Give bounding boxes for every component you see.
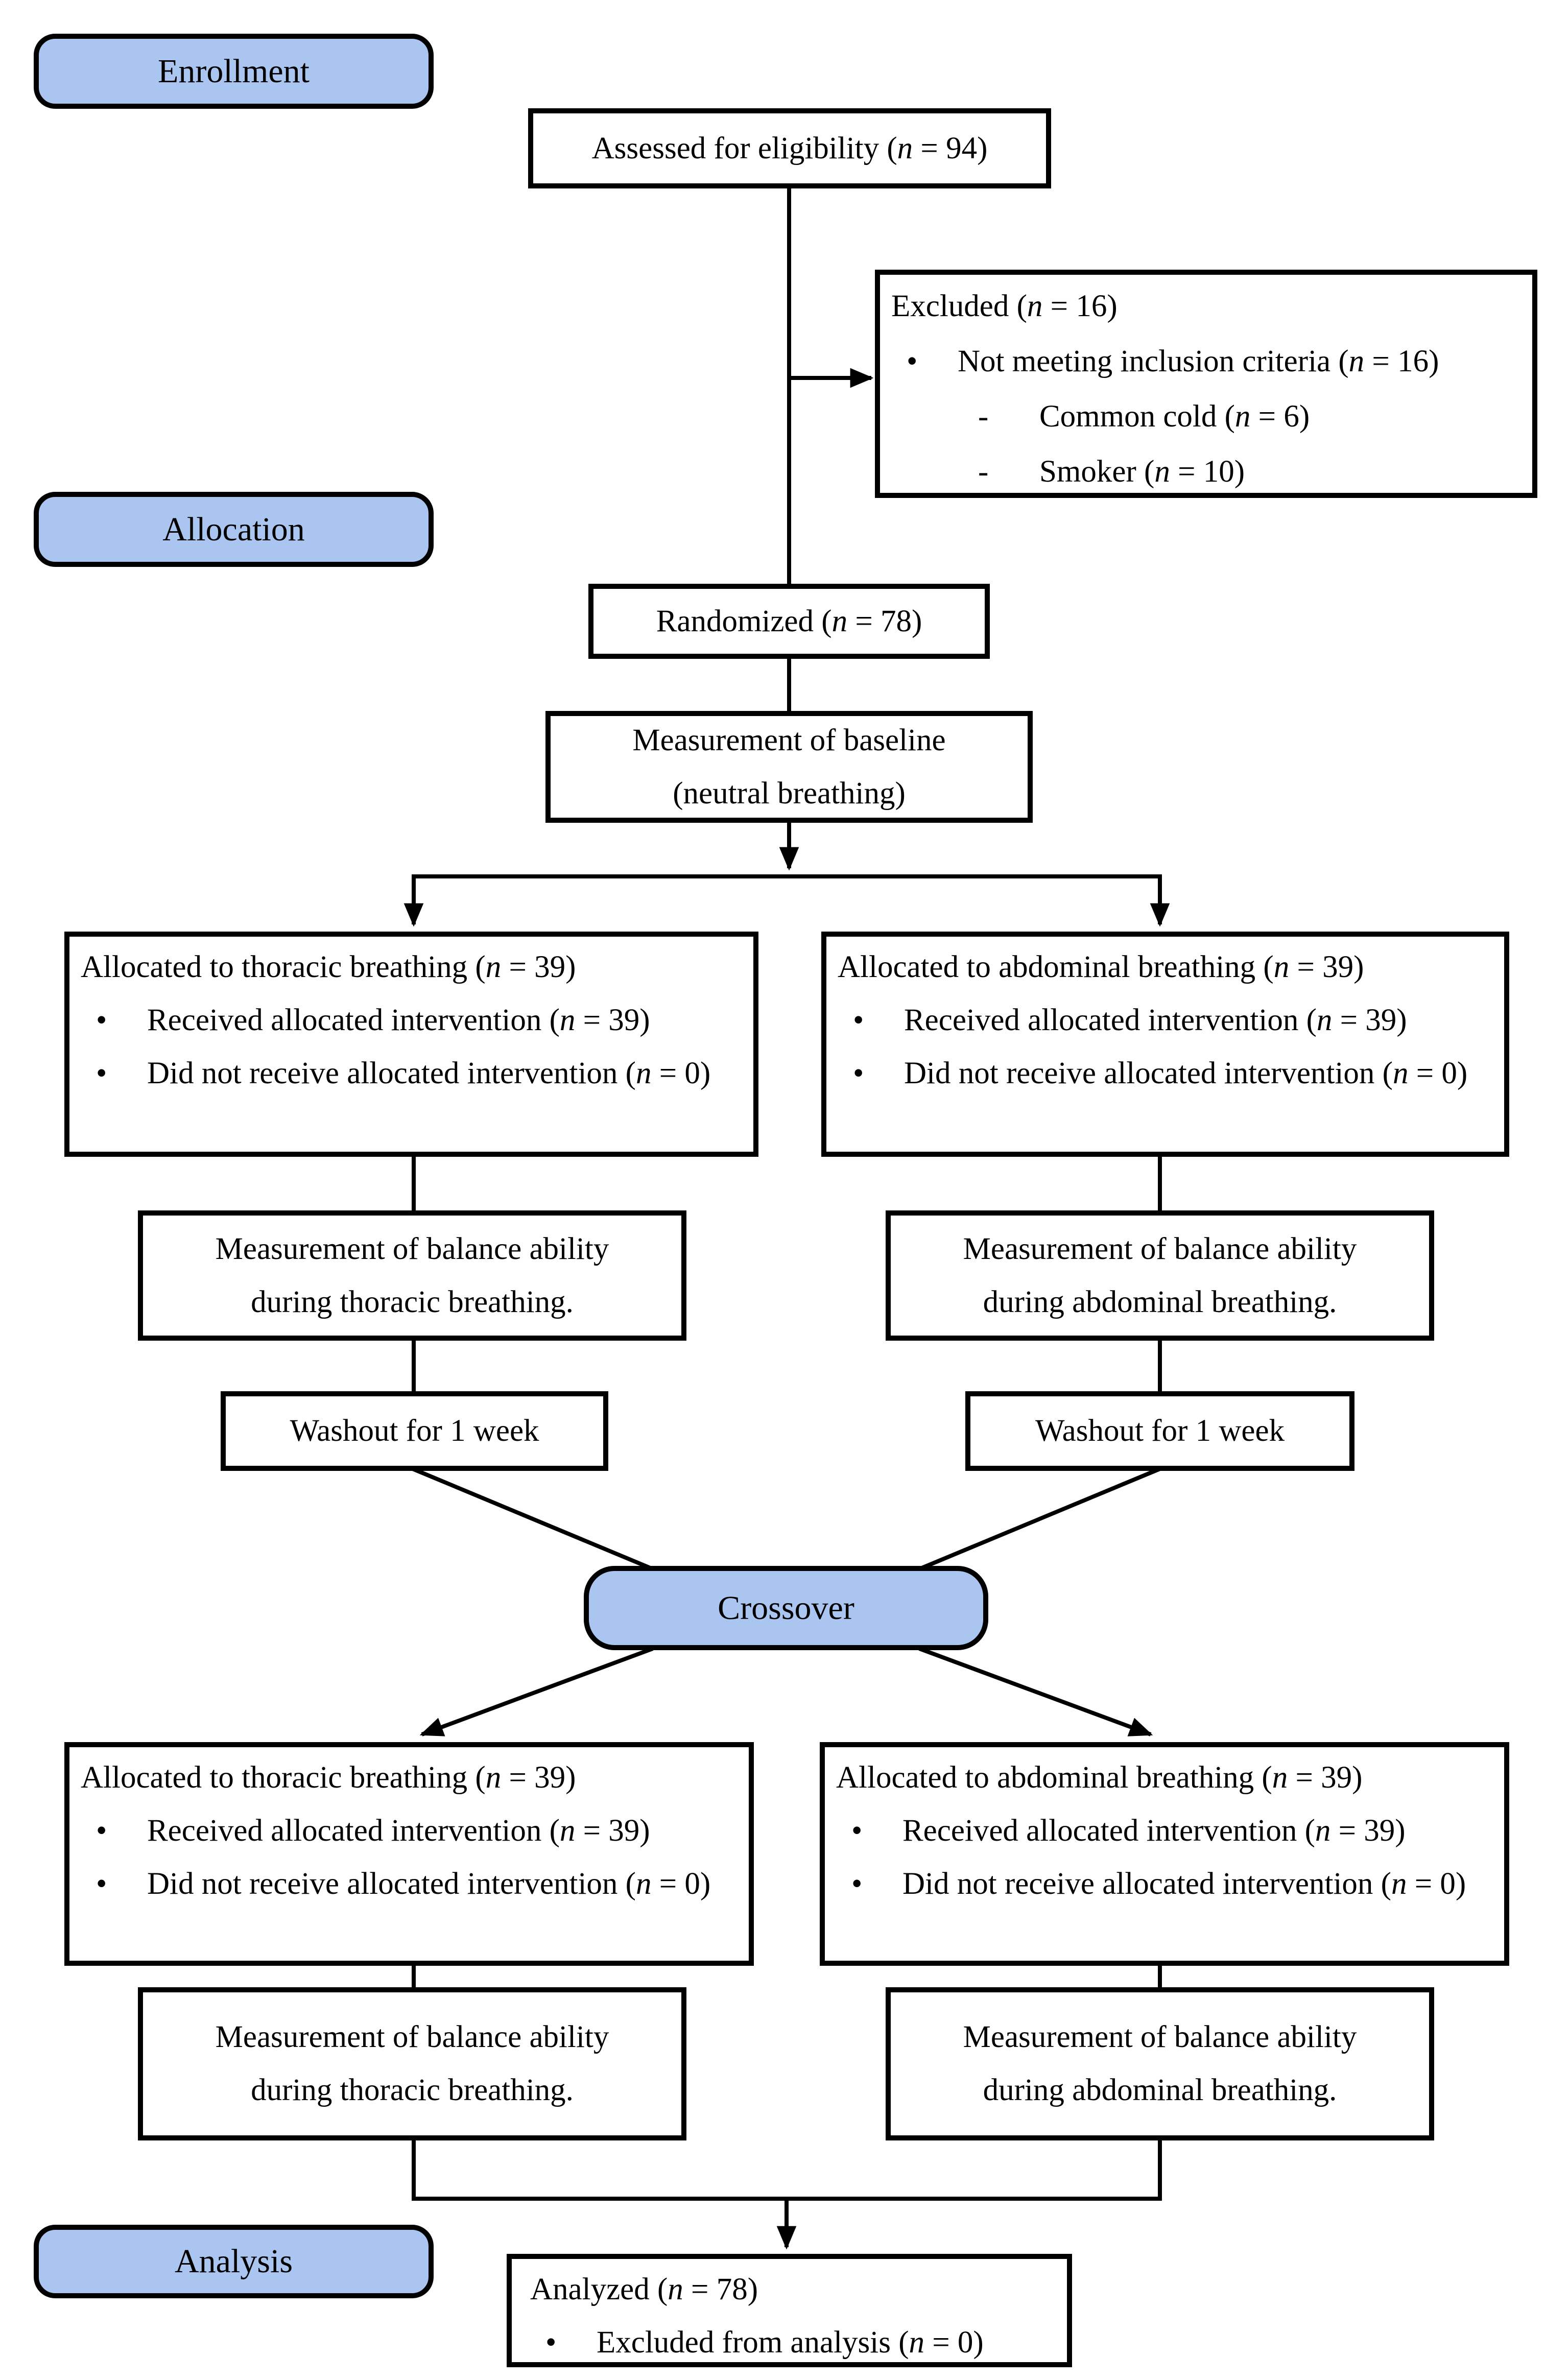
allocated-bullet-row: • Did not receive allocated intervention… (81, 1047, 742, 1100)
allocated-bullet-text: Received allocated intervention (n = 39) (147, 1003, 650, 1037)
excluded-title: Excluded (n = 16) (891, 289, 1118, 323)
analyzed-box: Analyzed (n = 78) • Excluded from analys… (507, 2254, 1072, 2367)
allocated-bullet-text: Did not receive allocated intervention (… (147, 1867, 711, 1901)
dash-glyph: - (978, 399, 989, 434)
stage-badge-allocation-label: Allocation (162, 510, 305, 548)
allocated-thoracic-round1-box: Allocated to thoracic breathing (n = 39)… (64, 932, 758, 1157)
washout-right-box: Washout for 1 week (965, 1391, 1354, 1471)
baseline-line2: (neutral breathing) (673, 776, 906, 811)
allocated-bullet-text: Did not receive allocated intervention (… (147, 1056, 711, 1090)
allocated-bullet-row: • Did not receive allocated intervention… (838, 1047, 1493, 1100)
measurement-line1: Measurement of balance ability (963, 2020, 1357, 2054)
excluded-sub-row: - Smoker (n = 10) (891, 444, 1521, 499)
crossover-badge: Crossover (584, 1566, 988, 1650)
allocated-bullet-row: • Did not receive allocated intervention… (836, 1858, 1493, 1911)
assessed-box: Assessed for eligibility (n = 94) (528, 108, 1051, 188)
arrow-crossover-to-abdominal2 (918, 1647, 1153, 1736)
allocated-abdominal-round2-box: Allocated to abdominal breathing (n = 39… (820, 1742, 1509, 1966)
allocated-title: Allocated to abdominal breathing (n = 39… (838, 950, 1364, 984)
allocated-title: Allocated to abdominal breathing (n = 39… (836, 1760, 1363, 1795)
washout-right-text: Washout for 1 week (1035, 1414, 1285, 1448)
arrow-crossover-to-thoracic2 (419, 1647, 654, 1736)
line-washout-right-to-crossover (918, 1467, 1161, 1571)
allocated-bullet-text: Received allocated intervention (n = 39) (147, 1814, 650, 1848)
allocated-title: Allocated to thoracic breathing (n = 39) (81, 1760, 576, 1795)
allocated-bullet-text: Received allocated intervention (n = 39) (904, 1003, 1407, 1037)
bullet-glyph: • (96, 1814, 107, 1848)
stage-badge-analysis: Analysis (34, 2225, 434, 2298)
randomized-text: Randomized (n = 78) (656, 604, 922, 638)
measurement-line1: Measurement of balance ability (215, 2020, 609, 2054)
stage-badge-allocation: Allocation (34, 492, 434, 567)
bullet-glyph: • (853, 1056, 864, 1090)
analyzed-title: Analyzed (n = 78) (530, 2272, 758, 2306)
measurement-abdominal-round2-box: Measurement of balance ability during ab… (886, 1987, 1434, 2140)
dash-glyph: - (978, 455, 989, 489)
line-washout-left-to-crossover (412, 1467, 654, 1571)
measurement-abdominal-round1-box: Measurement of balance ability during ab… (886, 1210, 1434, 1341)
assessed-text: Assessed for eligibility (n = 94) (591, 131, 988, 165)
allocated-bullet-row: • Received allocated intervention (n = 3… (81, 1804, 738, 1858)
measurement-line2: during abdominal breathing. (983, 1284, 1337, 1319)
measurement-line2: during abdominal breathing. (983, 2073, 1337, 2107)
washout-left-box: Washout for 1 week (221, 1391, 608, 1471)
allocated-thoracic-round2-box: Allocated to thoracic breathing (n = 39)… (64, 1742, 754, 1966)
crossover-badge-label: Crossover (718, 1589, 854, 1627)
bullet-glyph: • (96, 1003, 107, 1037)
washout-left-text: Washout for 1 week (290, 1414, 539, 1448)
bullet-glyph: • (96, 1056, 107, 1090)
bullet-glyph: • (851, 1814, 863, 1848)
allocated-bullet-text: Received allocated intervention (n = 39) (902, 1814, 1406, 1848)
measurement-thoracic-round2-box: Measurement of balance ability during th… (138, 1987, 686, 2140)
allocated-bullet-row: • Did not receive allocated intervention… (81, 1858, 738, 1911)
measurement-line1: Measurement of balance ability (963, 1231, 1357, 1266)
allocated-title: Allocated to thoracic breathing (n = 39) (81, 950, 576, 984)
stage-badge-analysis-label: Analysis (175, 2243, 293, 2280)
baseline-line1: Measurement of baseline (632, 723, 946, 757)
excluded-box: Excluded (n = 16) • Not meeting inclusio… (875, 270, 1537, 498)
allocated-bullet-text: Did not receive allocated intervention (… (904, 1056, 1468, 1090)
excluded-sub-row: - Common cold (n = 6) (891, 389, 1521, 444)
stage-badge-enrollment-label: Enrollment (158, 52, 310, 90)
allocated-bullet-text: Did not receive allocated intervention (… (902, 1867, 1466, 1901)
measurement-thoracic-round1-box: Measurement of balance ability during th… (138, 1210, 686, 1341)
bullet-glyph: • (545, 2325, 557, 2360)
bullet-glyph: • (851, 1867, 863, 1901)
analyzed-bullet-text: Excluded from analysis (n = 0) (597, 2325, 984, 2360)
excluded-sub-text: Smoker (n = 10) (1039, 455, 1245, 489)
randomized-box: Randomized (n = 78) (588, 584, 990, 659)
measurement-line2: during thoracic breathing. (251, 1284, 574, 1319)
excluded-bullet-row: • Not meeting inclusion criteria (n = 16… (891, 334, 1521, 389)
allocated-bullet-row: • Received allocated intervention (n = 3… (838, 994, 1493, 1047)
excluded-sub-text: Common cold (n = 6) (1039, 399, 1310, 434)
bullet-glyph: • (96, 1867, 107, 1901)
excluded-bullet-text: Not meeting inclusion criteria (n = 16) (958, 344, 1439, 378)
measurement-line1: Measurement of balance ability (215, 1231, 609, 1266)
allocated-bullet-row: • Received allocated intervention (n = 3… (81, 994, 742, 1047)
allocated-bullet-row: • Received allocated intervention (n = 3… (836, 1804, 1493, 1858)
allocated-abdominal-round1-box: Allocated to abdominal breathing (n = 39… (821, 932, 1509, 1157)
stage-badge-enrollment: Enrollment (34, 34, 434, 109)
analyzed-bullet-row: • Excluded from analysis (n = 0) (530, 2316, 1056, 2369)
measurement-line2: during thoracic breathing. (251, 2073, 574, 2107)
baseline-box: Measurement of baseline (neutral breathi… (545, 711, 1033, 823)
bullet-glyph: • (853, 1003, 864, 1037)
bullet-glyph: • (907, 344, 918, 378)
